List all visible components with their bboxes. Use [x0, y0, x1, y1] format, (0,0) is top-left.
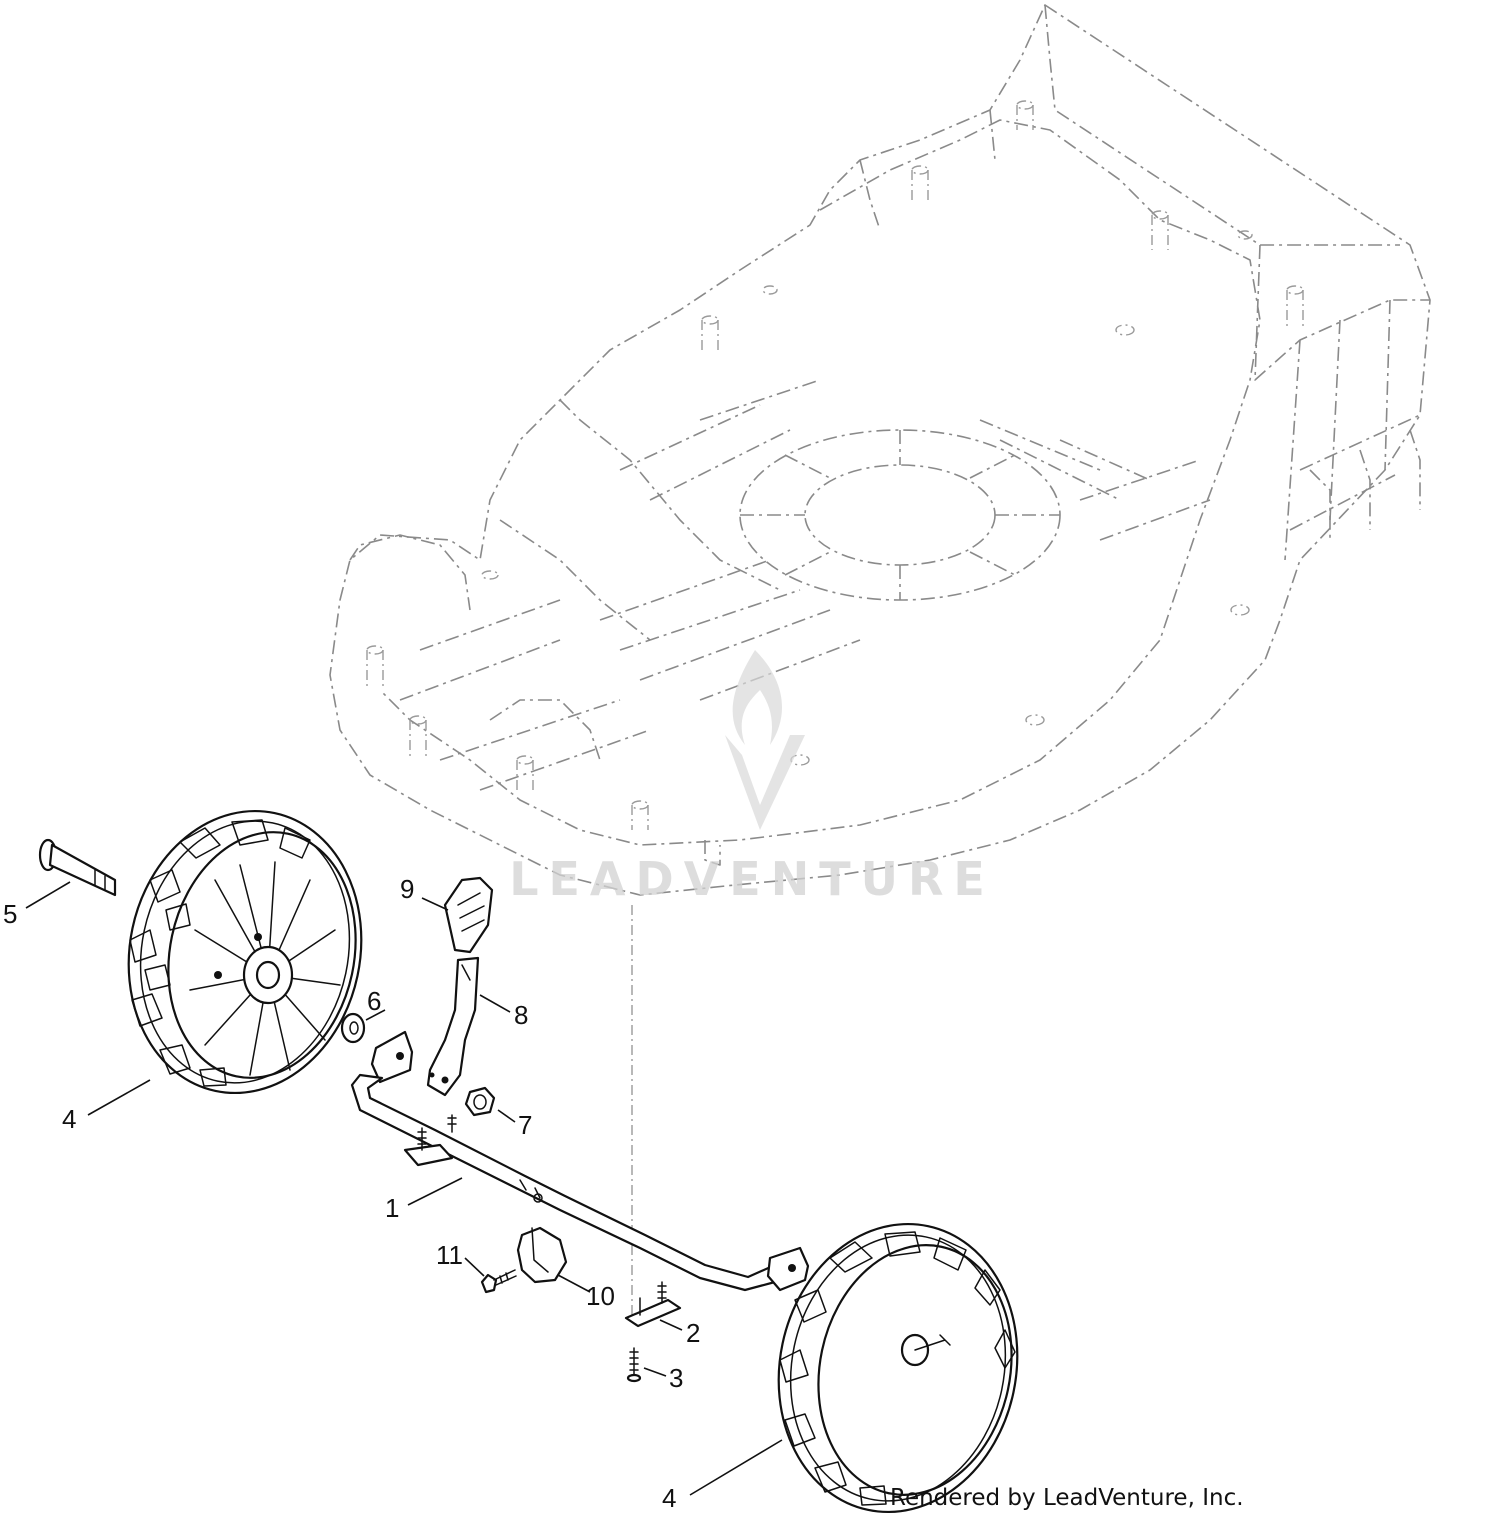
right-wheel	[777, 1222, 1019, 1514]
leadventure-logo-mark	[725, 650, 805, 830]
callout-5: 5	[3, 899, 17, 929]
lock-nut	[464, 1086, 496, 1117]
axle-bar	[350, 1030, 810, 1292]
watermark-text: LEADVENTURE	[509, 852, 995, 906]
callout-2: 2	[686, 1318, 700, 1348]
adjust-lever	[426, 956, 480, 1097]
callout-1: 1	[385, 1193, 399, 1223]
washer	[340, 1012, 366, 1044]
callout-4: 4	[62, 1104, 76, 1134]
callout-labels: 5 9 6 8 4 7 1 11 10 2 3 4	[3, 874, 700, 1513]
render-credit: Rendered by LeadVenture, Inc.	[890, 1485, 1244, 1511]
leader-lines	[25, 881, 783, 1496]
callout-3: 3	[669, 1363, 683, 1393]
mower-deck-phantom	[329, 4, 1431, 896]
screw	[626, 1347, 642, 1383]
upper-mounting-plate	[403, 1114, 457, 1167]
callout-9: 9	[400, 874, 414, 904]
leadventure-watermark: LEADVENTURE	[509, 650, 995, 906]
callout-11: 11	[436, 1240, 463, 1270]
lower-mounting-plate	[624, 1281, 682, 1328]
left-wheel	[127, 809, 363, 1095]
callout-6: 6	[367, 986, 381, 1016]
clamp-bolt	[480, 1269, 517, 1294]
axle-clamp	[516, 1226, 568, 1284]
callout-10: 10	[586, 1281, 615, 1311]
callout-7: 7	[518, 1110, 532, 1140]
callout-8: 8	[514, 1000, 528, 1030]
callout-4: 4	[662, 1483, 676, 1513]
axle-bolt	[38, 838, 117, 897]
adjust-knob	[443, 876, 494, 954]
